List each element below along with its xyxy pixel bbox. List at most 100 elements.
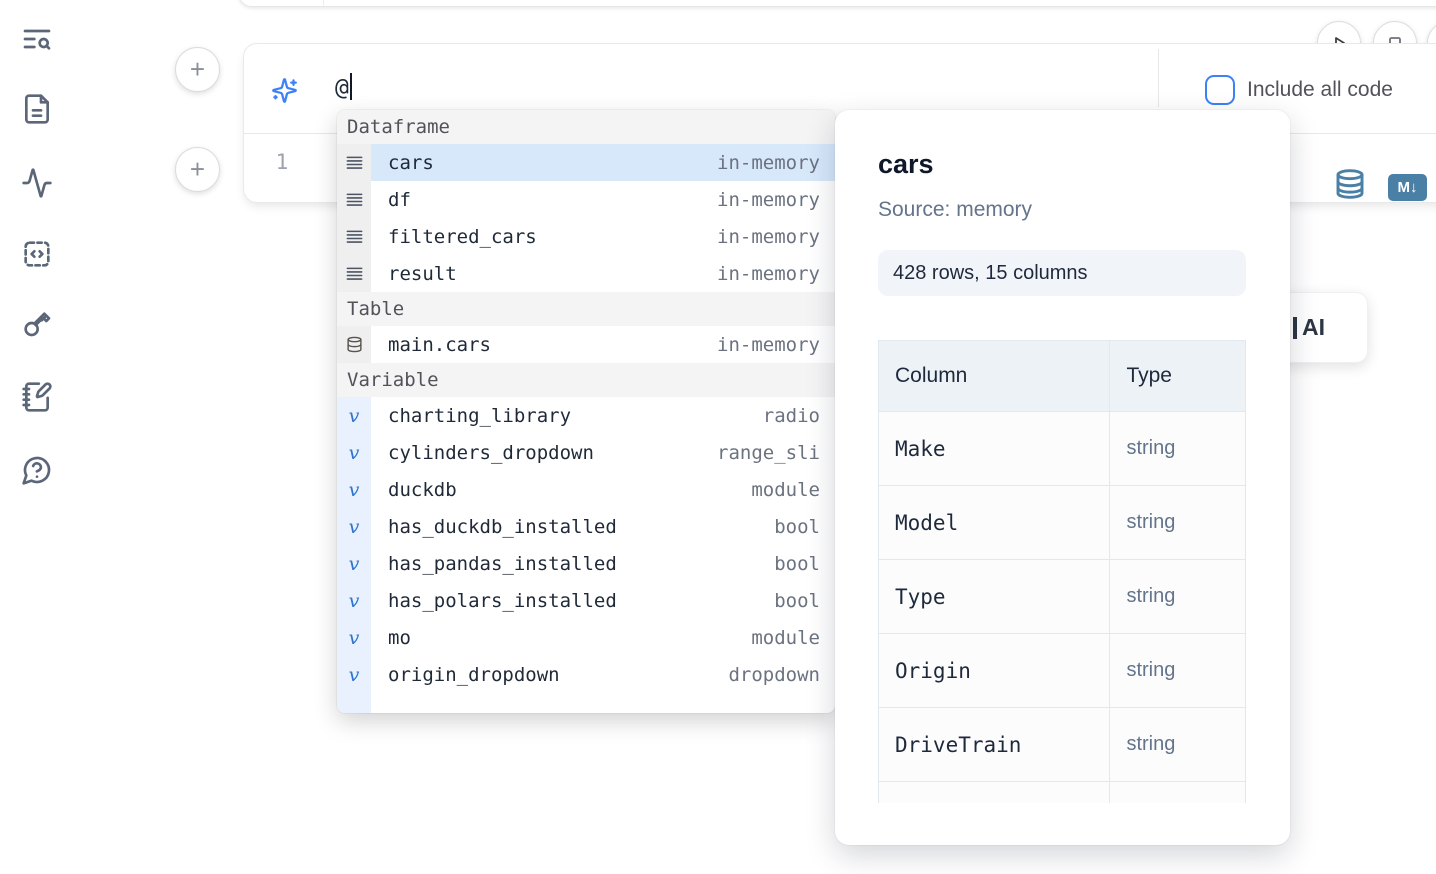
- schema-column-type: string: [1109, 707, 1246, 782]
- previous-cell-fragment: [238, 0, 1436, 7]
- variable-icon: v: [337, 434, 371, 471]
- markdown-icon: M↓: [1397, 179, 1418, 196]
- autocomplete-item-main: has_duckdb_installed bool: [371, 508, 835, 545]
- sidebar-item-snippets[interactable]: [18, 235, 56, 273]
- completion-name: mo: [388, 626, 411, 649]
- completion-type: bool: [774, 552, 820, 575]
- autocomplete-item-origin_dropdown[interactable]: v origin_dropdown dropdown: [337, 656, 835, 693]
- notebook-pen-icon: [21, 381, 53, 413]
- autocomplete-section-header: Dataframe: [337, 110, 835, 144]
- add-cell-below-button[interactable]: +: [175, 147, 220, 192]
- autocomplete-item-main: has_polars_installed bool: [371, 582, 835, 619]
- completion-type: module: [751, 478, 820, 501]
- completion-name: has_polars_installed: [388, 589, 617, 612]
- text-cursor: [349, 73, 353, 100]
- completion-type: in-memory: [717, 151, 820, 174]
- completion-type: range_sli: [717, 441, 820, 464]
- completion-type: in-memory: [717, 225, 820, 248]
- completion-type: radio: [762, 404, 820, 427]
- autocomplete-item-main: mo module: [371, 619, 835, 656]
- sidebar-item-search[interactable]: [18, 20, 56, 58]
- include-all-code-checkbox[interactable]: [1205, 75, 1235, 105]
- markdown-badge-button[interactable]: M↓: [1388, 174, 1427, 201]
- schema-column-type: string: [1109, 559, 1246, 634]
- sidebar-item-scratchpad[interactable]: [18, 378, 56, 416]
- variable-icon: [337, 693, 371, 713]
- completion-name: df: [388, 188, 411, 211]
- autocomplete-item-main: df in-memory: [371, 181, 835, 218]
- schema-column-name: Make: [878, 411, 1111, 486]
- sparkles-icon: [271, 77, 298, 104]
- preview-title: cars: [878, 149, 934, 179]
- schema-type-header: Type: [1109, 340, 1246, 412]
- autocomplete-item-df[interactable]: df in-memory: [337, 181, 835, 218]
- completion-type: bool: [774, 515, 820, 538]
- gutter-divider: [323, 0, 324, 6]
- code-editor-row[interactable]: 1 M↓: [244, 134, 1436, 202]
- ai-prompt-row[interactable]: @ Include all code: [244, 44, 1436, 134]
- preview-shape-badge: 428 rows, 15 columns: [878, 250, 1246, 296]
- schema-column-name: DriveTrain: [878, 707, 1111, 782]
- rows-icon: [337, 181, 371, 218]
- schema-column-type: string: [1109, 633, 1246, 708]
- sidebar-item-help[interactable]: [18, 451, 56, 489]
- sidebar-item-secrets[interactable]: [18, 306, 56, 344]
- prompt-divider: [1158, 49, 1159, 107]
- completion-type: dropdown: [728, 663, 820, 686]
- add-cell-above-button[interactable]: +: [175, 47, 220, 92]
- completion-name: cylinders_dropdown: [388, 441, 594, 464]
- schema-column-type: string: [1109, 411, 1246, 486]
- autocomplete-item-cylinders_dropdown[interactable]: v cylinders_dropdown range_sli: [337, 434, 835, 471]
- preview-source: Source: memory: [878, 198, 1033, 221]
- sidebar-item-files[interactable]: [18, 90, 56, 128]
- autocomplete-item-cars[interactable]: cars in-memory: [337, 144, 835, 181]
- completion-name: main.cars: [388, 333, 491, 356]
- completion-name: cars: [388, 151, 434, 174]
- schema-column-type: string: [1109, 485, 1246, 560]
- ai-prompt-input[interactable]: @: [335, 73, 353, 101]
- completion-name: origin_dropdown: [388, 663, 560, 686]
- completion-name: has_duckdb_installed: [388, 515, 617, 538]
- completion-name: result: [388, 262, 457, 285]
- autocomplete-item-partial[interactable]: [337, 693, 835, 713]
- document-icon: [21, 93, 53, 125]
- autocomplete-section-header: Table: [337, 292, 835, 326]
- sidebar-item-activity[interactable]: [18, 164, 56, 202]
- autocomplete-item-main: origin_dropdown dropdown: [371, 656, 835, 693]
- variable-icon: v: [337, 508, 371, 545]
- completion-name: has_pandas_installed: [388, 552, 617, 575]
- autocomplete-item-has_duckdb_installed[interactable]: v has_duckdb_installed bool: [337, 508, 835, 545]
- autocomplete-item-main: cars in-memory: [371, 144, 835, 181]
- rows-icon: [337, 255, 371, 292]
- variable-icon: v: [337, 656, 371, 693]
- rows-icon: [337, 144, 371, 181]
- schema-column-type: [1109, 781, 1246, 803]
- completion-type: bool: [774, 589, 820, 612]
- variable-icon: v: [337, 619, 371, 656]
- completion-type: module: [751, 626, 820, 649]
- datasource-button[interactable]: [1333, 168, 1367, 200]
- line-number: 1: [275, 150, 289, 174]
- variable-icon: v: [337, 397, 371, 434]
- database-icon: [337, 326, 371, 363]
- completion-type: in-memory: [717, 188, 820, 211]
- rows-icon: [337, 218, 371, 255]
